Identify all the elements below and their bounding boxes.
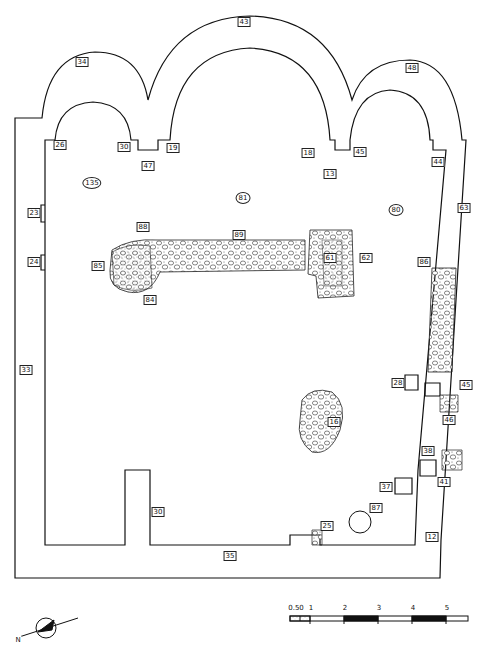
callout-number: 48 bbox=[406, 63, 419, 73]
scale-label: 3 bbox=[376, 604, 382, 612]
callout-number: 47 bbox=[142, 161, 155, 171]
callout-number: 45 bbox=[354, 147, 367, 157]
callout-number: 87 bbox=[370, 503, 383, 513]
callout-number: 34 bbox=[76, 57, 89, 67]
callout-number: 43 bbox=[238, 17, 251, 27]
callout-number: 84 bbox=[144, 295, 157, 305]
room-number: 135 bbox=[82, 177, 101, 189]
callout-number: 12 bbox=[426, 532, 439, 542]
callout-number: 37 bbox=[380, 482, 393, 492]
callout-number: 46 bbox=[443, 415, 456, 425]
room-number: 80 bbox=[389, 204, 404, 216]
scale-label: 4 bbox=[410, 604, 416, 612]
callout-number: 86 bbox=[418, 257, 431, 267]
callout-number: 44 bbox=[432, 157, 445, 167]
callout-number: 26 bbox=[54, 140, 67, 150]
scale-label: 1 bbox=[308, 604, 314, 612]
callout-number: 33 bbox=[20, 365, 33, 375]
callout-number: 38 bbox=[422, 446, 435, 456]
callout-number: 41 bbox=[438, 477, 451, 487]
callout-number: 18 bbox=[302, 148, 315, 158]
callout-number: 85 bbox=[92, 261, 105, 271]
callout-number: 28 bbox=[392, 378, 405, 388]
callout-number: 63 bbox=[458, 203, 471, 213]
callout-number: 16 bbox=[328, 417, 341, 427]
callout-number: 25 bbox=[321, 521, 334, 531]
callout-number: 24 bbox=[28, 257, 41, 267]
callout-number: 62 bbox=[360, 253, 373, 263]
scale-label: 0.50 bbox=[287, 604, 305, 612]
callout-number: 61 bbox=[324, 253, 337, 263]
callout-number: 35 bbox=[224, 551, 237, 561]
callout-number: 45 bbox=[460, 380, 473, 390]
callout-number: 88 bbox=[137, 222, 150, 232]
callout-number: 19 bbox=[167, 143, 180, 153]
callout-number: 89 bbox=[233, 230, 246, 240]
scale-label: 2 bbox=[342, 604, 348, 612]
callout-number: 30 bbox=[118, 142, 131, 152]
scale-label: N bbox=[14, 636, 21, 644]
room-number: 81 bbox=[236, 192, 251, 204]
callout-number: 30 bbox=[152, 507, 165, 517]
callout-number: 23 bbox=[28, 208, 41, 218]
scale-label: 5 bbox=[444, 604, 450, 612]
callout-number: 13 bbox=[324, 169, 337, 179]
